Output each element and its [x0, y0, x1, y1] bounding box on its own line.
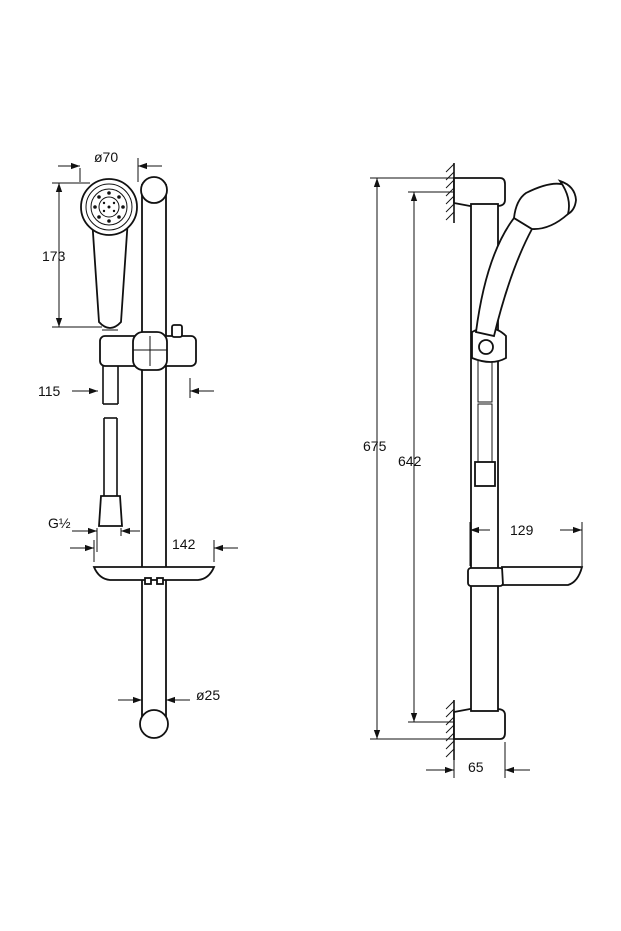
dim-bracket-spacing: 642 [398, 191, 454, 723]
slider-holder [99, 324, 197, 371]
dim-tray-projection: 129 [469, 522, 583, 566]
hand-shower [80, 178, 138, 331]
dim-holder-label: 115 [38, 383, 61, 399]
front-view: ø70 173 115 G½ [38, 149, 238, 739]
dim-head-height-label: 173 [42, 248, 66, 264]
dim-bracket-spacing-label: 642 [398, 453, 422, 469]
dim-rail-diameter: ø25 [118, 687, 220, 704]
dim-rail-diameter-label: ø25 [196, 687, 220, 703]
bottom-wall-bracket [453, 708, 506, 740]
side-soap-tray [467, 566, 584, 587]
dim-total-height: 675 [363, 177, 454, 740]
slide-rail [139, 176, 169, 739]
dim-head-height: 173 [42, 182, 102, 328]
dim-total-height-label: 675 [363, 438, 387, 454]
dim-tray-projection-label: 129 [510, 522, 534, 538]
dim-holder: 115 [38, 378, 214, 399]
soap-tray [92, 566, 216, 585]
top-wall-bracket [453, 177, 506, 207]
dim-wall-depth: 65 [426, 742, 530, 778]
hose [98, 366, 123, 527]
dim-head-diameter-label: ø70 [94, 149, 118, 165]
dim-head-diameter: ø70 [58, 149, 162, 182]
wall [445, 163, 455, 760]
dim-connection: G½ [48, 515, 140, 552]
side-hand-shower [471, 179, 577, 363]
dim-tray-width-label: 142 [172, 536, 196, 552]
dim-tray-width: 142 [70, 536, 238, 562]
dim-wall-depth-label: 65 [468, 759, 484, 775]
spray-nozzles [93, 191, 125, 223]
dim-connection-label: G½ [48, 515, 71, 531]
side-view: 675 642 129 65 [363, 163, 584, 778]
